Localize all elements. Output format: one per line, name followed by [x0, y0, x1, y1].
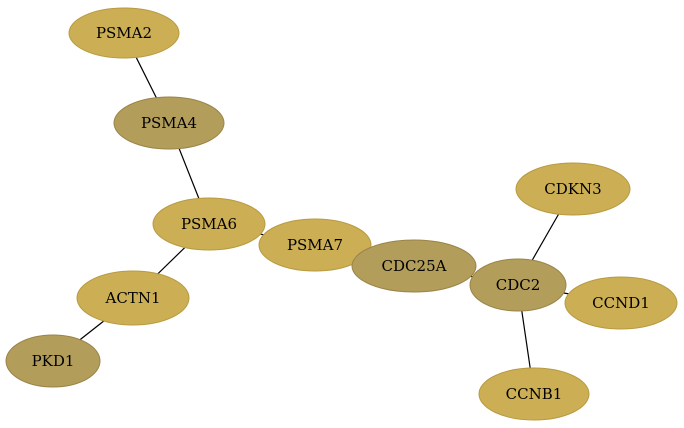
node-label: CCNB1 [506, 385, 563, 403]
node-psma7[interactable]: PSMA7 [258, 218, 372, 272]
node-label: CCND1 [592, 294, 650, 312]
node-cdkn3[interactable]: CDKN3 [515, 162, 631, 216]
node-psma2[interactable]: PSMA2 [68, 7, 180, 59]
node-actn1[interactable]: ACTN1 [76, 270, 190, 326]
node-ellipse [564, 276, 678, 330]
node-label: PSMA2 [96, 24, 152, 42]
node-ellipse [469, 258, 567, 312]
node-label: CDC2 [496, 276, 541, 294]
node-label: ACTN1 [105, 289, 161, 307]
node-cdc2[interactable]: CDC2 [469, 258, 567, 312]
node-ellipse [515, 162, 631, 216]
node-label: PKD1 [32, 352, 75, 370]
node-ellipse [152, 197, 266, 251]
node-ellipse [351, 239, 477, 293]
node-ellipse [113, 96, 225, 150]
edges-layer [52, 32, 622, 395]
node-ellipse [258, 218, 372, 272]
node-pkd1[interactable]: PKD1 [5, 334, 101, 388]
node-ellipse [68, 7, 180, 59]
node-ccnb1[interactable]: CCNB1 [478, 367, 590, 421]
node-ellipse [478, 367, 590, 421]
node-label: PSMA4 [141, 114, 197, 132]
node-ellipse [76, 270, 190, 326]
node-ellipse [5, 334, 101, 388]
node-label: PSMA7 [287, 236, 343, 254]
node-cdc25a[interactable]: CDC25A [351, 239, 477, 293]
node-label: PSMA6 [181, 215, 237, 233]
node-psma4[interactable]: PSMA4 [113, 96, 225, 150]
node-psma6[interactable]: PSMA6 [152, 197, 266, 251]
node-label: CDKN3 [544, 180, 601, 198]
node-label: CDC25A [382, 257, 447, 275]
node-ccnd1[interactable]: CCND1 [564, 276, 678, 330]
